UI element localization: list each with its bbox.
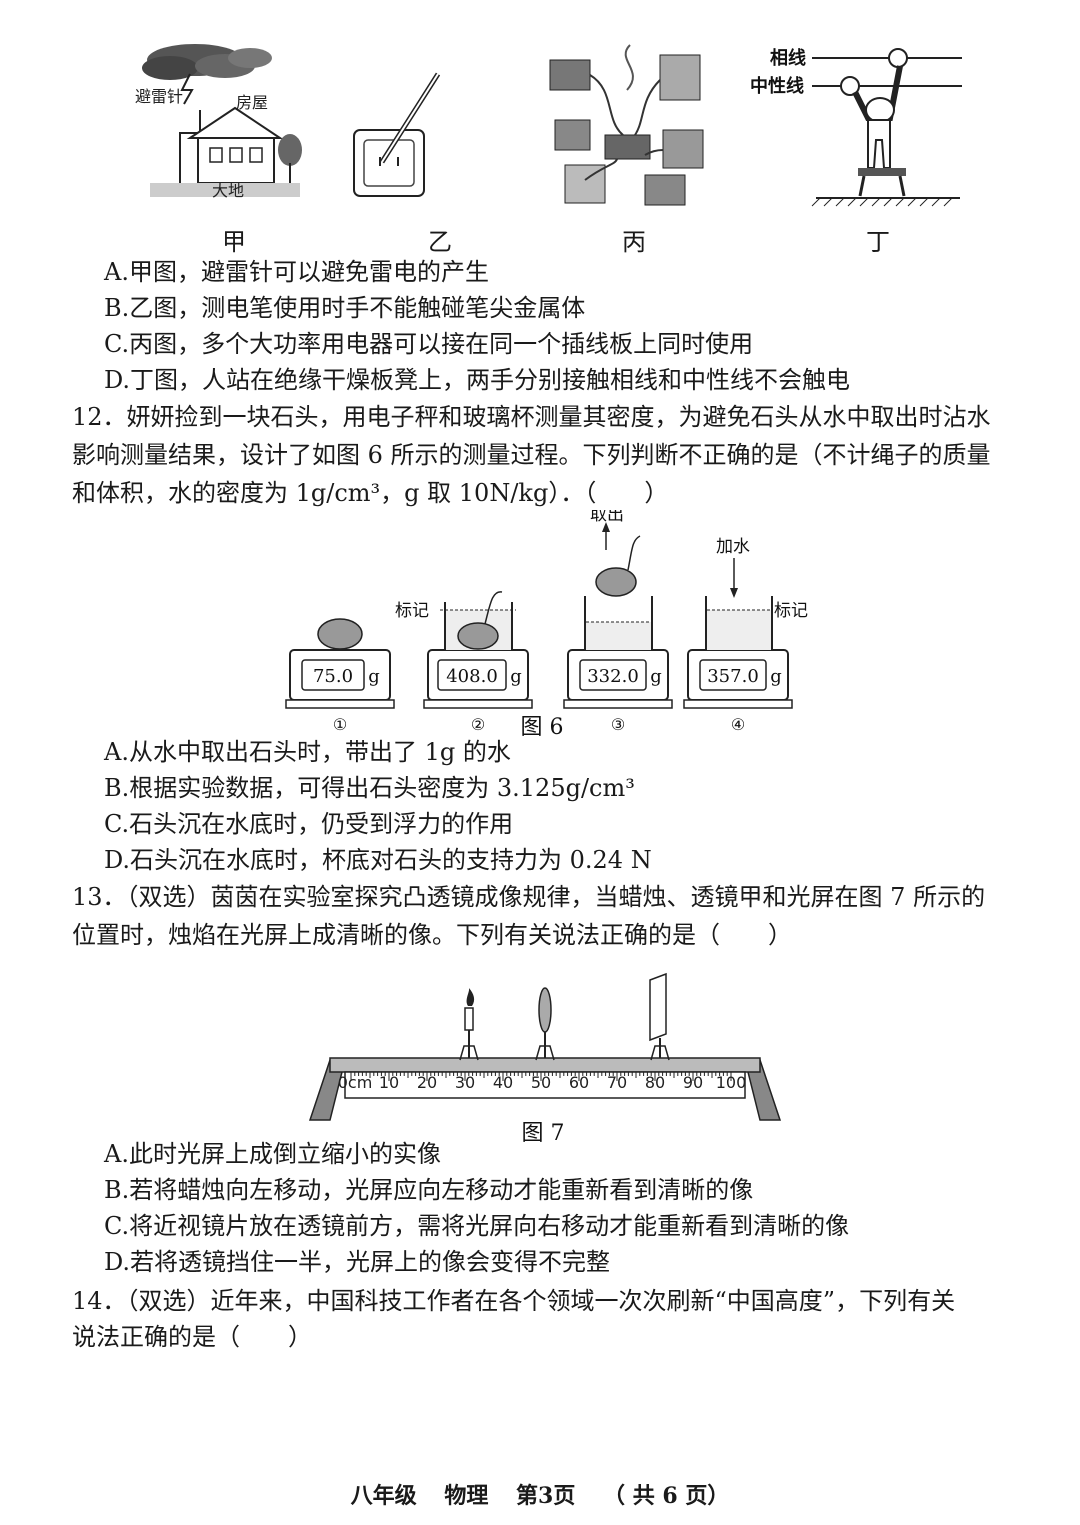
convex-lens xyxy=(535,987,555,1061)
add-water-label: 加水 xyxy=(716,537,750,557)
scale-label-10: 10 xyxy=(379,1073,399,1092)
lightning-rod-label: 避雷针 xyxy=(135,87,183,106)
q11-option-c: C.丙图，多个大功率用电器可以接在同一个插线板上同时使用 xyxy=(104,330,754,358)
scale-label-80: 80 xyxy=(645,1073,665,1092)
scale-unit-4: g xyxy=(770,666,782,687)
q12-stem-line-3: 和体积，水的密度为 1g/cm³，g 取 10N/kg）．（ ） xyxy=(72,479,669,507)
scale-step-4: 加水 标记 xyxy=(683,537,808,709)
step-label-3: ③ xyxy=(611,715,625,734)
mark-label-right: 标记 xyxy=(774,601,808,621)
optical-bench-diagram: 0cm 10 20 30 40 50 60 70 80 90 100 图 7 xyxy=(308,972,782,1146)
q11-option-a: A.甲图，避雷针可以避免雷电的产生 xyxy=(104,258,489,286)
figure-6-diagram: 标记 取出 加水 标记 xyxy=(285,505,808,740)
scale-step-2: 标记 xyxy=(395,591,533,709)
neutral-wire-label: 中性线 xyxy=(750,75,804,97)
q13-option-b: B.若将蜡烛向左移动，光屏应向左移动才能重新看到清晰的像 xyxy=(104,1176,754,1204)
footer-page: 第3页 xyxy=(516,1483,576,1509)
q12-option-c: C.石头沉在水底时，仍受到浮力的作用 xyxy=(104,810,514,838)
scale-step-3: 取出 xyxy=(563,505,673,709)
caption-ding: 丁 xyxy=(866,228,890,256)
figure-7-caption: 图 7 xyxy=(522,1121,565,1146)
live-wire-label: 相线 xyxy=(770,47,806,69)
q13-option-a: A.此时光屏上成倒立缩小的实像 xyxy=(104,1140,441,1168)
house-label: 房屋 xyxy=(236,93,268,112)
q13-stem-line-1: 13．（双选）茵茵在实验室探究凸透镜成像规律，当蜡烛、透镜甲和光屏在图 7 所示… xyxy=(72,883,986,911)
figure-6-caption: 图 6 xyxy=(521,715,564,740)
mark-label-left: 标记 xyxy=(395,601,429,621)
caption-jia: 甲 xyxy=(222,228,246,256)
scale-label-100: 100 xyxy=(716,1073,747,1092)
footer-subject: 物理 xyxy=(444,1483,489,1509)
q12-option-a: A.从水中取出石头时，带出了 1g 的水 xyxy=(104,738,511,766)
scale-label-20: 20 xyxy=(417,1073,437,1092)
q11-option-b: B.乙图，测电笔使用时手不能触碰笔尖金属体 xyxy=(104,294,586,322)
footer-total: （ 共 6 页） xyxy=(603,1483,730,1509)
test-pen-socket-illustration xyxy=(353,72,441,197)
figure-jia: 避雷针 房屋 大地 xyxy=(130,38,310,208)
scale-label-90: 90 xyxy=(683,1073,703,1092)
scale-reading-2: 408.0 xyxy=(446,666,498,687)
lightning-house-illustration: 避雷针 房屋 大地 xyxy=(135,44,302,200)
candle xyxy=(459,988,479,1061)
q11-option-d: D.丁图，人站在绝缘干燥板凳上，两手分别接触相线和中性线不会触电 xyxy=(104,366,851,394)
step-label-4: ④ xyxy=(731,715,745,734)
q12-stem-line-1: 12．妍妍捡到一块石头，用电子秤和玻璃杯测量其密度，为避免石头从水中取出时沾水 xyxy=(72,403,991,431)
q12-option-b: B.根据实验数据，可得出石头密度为 3.125g/cm³ xyxy=(104,774,635,802)
overloaded-power-strip-illustration xyxy=(549,44,704,206)
q13-stem-line-2: 位置时，烛焰在光屏上成清晰的像。下列有关说法正确的是（ ） xyxy=(72,921,792,949)
q12-option-d: D.石头沉在水底时，杯底对石头的支持力为 0.24 N xyxy=(104,846,652,874)
scale-step-1 xyxy=(285,618,395,709)
scale-label-30: 30 xyxy=(455,1073,475,1092)
scale-unit-3: g xyxy=(650,666,662,687)
scale-unit-1: g xyxy=(368,666,380,687)
figure-yi xyxy=(340,62,450,202)
caption-yi: 乙 xyxy=(428,228,452,256)
scale-label-50: 50 xyxy=(531,1073,551,1092)
footer-grade: 八年级 xyxy=(350,1483,417,1509)
figure-7: 0cm 10 20 30 40 50 60 70 80 90 100 图 7 xyxy=(300,960,790,1150)
scale-reading-3: 332.0 xyxy=(587,666,639,687)
figure-6: 标记 取出 加水 标记 xyxy=(280,505,820,740)
cloud-icon xyxy=(142,44,272,80)
page-footer: 八年级 物理 第3页 （ 共 6 页） xyxy=(0,1478,1080,1510)
figure-ding: 相线 中性线 xyxy=(750,40,970,215)
q14-stem-line-1: 14．（双选）近年来，中国科技工作者在各个领域一次次刷新“中国高度”，下列有关 xyxy=(72,1287,956,1315)
scale-label-70: 70 xyxy=(607,1073,627,1092)
q12-stem-line-2: 影响测量结果，设计了如图 6 所示的测量过程。下列判断不正确的是（不计绳子的质量 xyxy=(72,441,991,469)
q14-stem-line-2: 说法正确的是（ ） xyxy=(72,1323,312,1351)
person-on-stool-illustration: 相线 中性线 xyxy=(750,47,962,207)
q13-option-d: D.若将透镜挡住一半，光屏上的像会变得不完整 xyxy=(104,1248,611,1276)
q13-option-c: C.将近视镜片放在透镜前方，需将光屏向右移动才能重新看到清晰的像 xyxy=(104,1212,850,1240)
figure-bing xyxy=(545,40,710,210)
scale-unit-2: g xyxy=(510,666,522,687)
scale-reading-4: 357.0 xyxy=(707,666,759,687)
step-label-2: ② xyxy=(471,715,485,734)
scale-label-40: 40 xyxy=(493,1073,513,1092)
take-out-label: 取出 xyxy=(590,510,624,525)
scale-label-0: 0cm xyxy=(338,1073,373,1092)
step-label-1: ① xyxy=(333,715,347,734)
scale-ticks xyxy=(350,1072,732,1081)
scale-reading-1: 75.0 xyxy=(313,666,353,687)
caption-bing: 丙 xyxy=(622,228,646,256)
ground-label: 大地 xyxy=(212,181,244,200)
light-screen xyxy=(649,972,670,1061)
scale-label-60: 60 xyxy=(569,1073,589,1092)
